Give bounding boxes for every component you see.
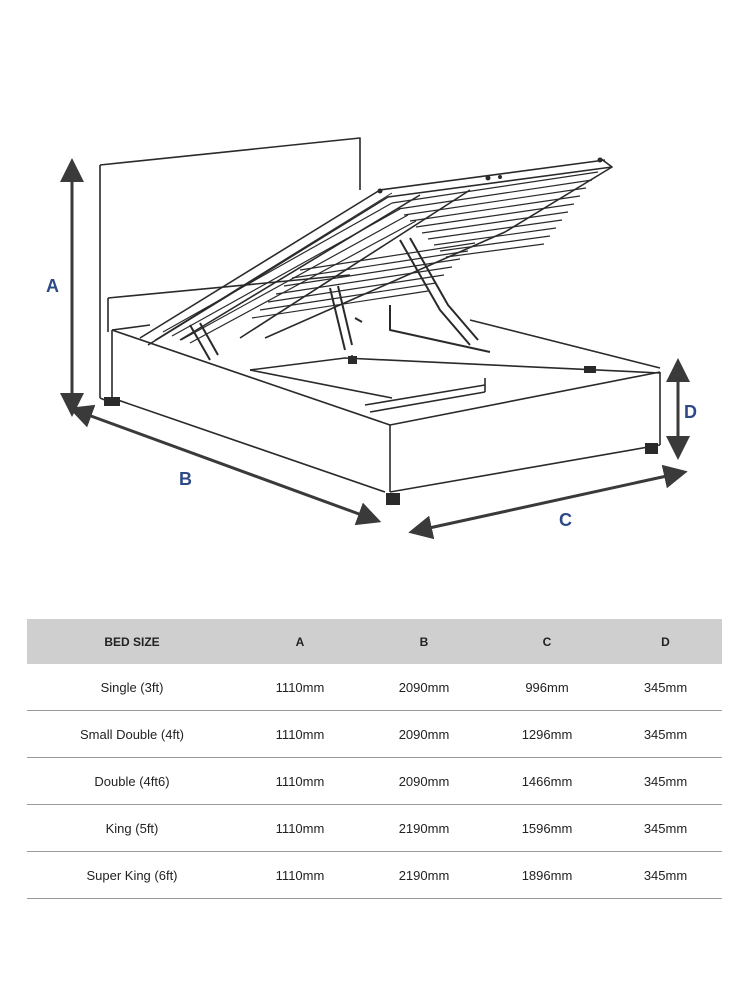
- cell-c: 1596mm: [485, 804, 609, 852]
- cell-b: 2090mm: [363, 710, 485, 758]
- cell-bed-size: Double (4ft6): [27, 757, 237, 805]
- dimension-b-arrow: [68, 404, 382, 526]
- lift-up-platform: [139, 157, 613, 346]
- table-row: Single (3ft) 1110mm 2090mm 996mm 345mm: [27, 664, 722, 711]
- gas-struts: [189, 237, 491, 361]
- table-row: Super King (6ft) 1110mm 2190mm 1896mm 34…: [27, 851, 722, 899]
- dimension-c-label: C: [559, 510, 572, 530]
- cell-bed-size: King (5ft): [27, 804, 237, 852]
- cell-c: 996mm: [485, 664, 609, 711]
- dimension-arrows: [60, 158, 690, 540]
- cell-b: 2190mm: [363, 804, 485, 852]
- cell-b: 2190mm: [363, 851, 485, 899]
- cell-d: 345mm: [609, 757, 722, 805]
- dimension-a-label: A: [46, 276, 59, 296]
- bed-dimension-diagram: A B C D: [46, 137, 697, 540]
- dimension-d-label: D: [684, 402, 697, 422]
- base-frame: [249, 355, 661, 413]
- header-d: D: [609, 619, 722, 664]
- cell-a: 1110mm: [237, 664, 363, 711]
- cell-a: 1110mm: [237, 757, 363, 805]
- table-header-row: BED SIZE A B C D: [27, 619, 722, 664]
- cell-a: 1110mm: [237, 851, 363, 899]
- dimension-c-arrow: [408, 464, 688, 540]
- cell-bed-size: Single (3ft): [27, 664, 237, 711]
- cell-c: 1296mm: [485, 710, 609, 758]
- bed-size-table: BED SIZE A B C D Single (3ft) 1110mm 209…: [27, 619, 722, 899]
- bed-frame: [111, 319, 661, 505]
- cell-d: 345mm: [609, 804, 722, 852]
- table-row: Double (4ft6) 1110mm 2090mm 1466mm 345mm: [27, 757, 722, 805]
- cell-d: 345mm: [609, 710, 722, 758]
- header-a: A: [237, 619, 363, 664]
- cell-b: 2090mm: [363, 757, 485, 805]
- platform-fixings: [377, 157, 603, 194]
- cell-d: 345mm: [609, 664, 722, 711]
- cell-a: 1110mm: [237, 710, 363, 758]
- cell-c: 1896mm: [485, 851, 609, 899]
- header-c: C: [485, 619, 609, 664]
- table-row: Small Double (4ft) 1110mm 2090mm 1296mm …: [27, 710, 722, 758]
- cell-d: 345mm: [609, 851, 722, 899]
- cell-bed-size: Small Double (4ft): [27, 710, 237, 758]
- cell-a: 1110mm: [237, 804, 363, 852]
- header-b: B: [363, 619, 485, 664]
- cell-b: 2090mm: [363, 664, 485, 711]
- cell-bed-size: Super King (6ft): [27, 851, 237, 899]
- dimension-b-label: B: [179, 469, 192, 489]
- table-row: King (5ft) 1110mm 2190mm 1596mm 345mm: [27, 804, 722, 852]
- header-bed-size: BED SIZE: [27, 619, 237, 664]
- cell-c: 1466mm: [485, 757, 609, 805]
- platform-slats: [162, 171, 599, 344]
